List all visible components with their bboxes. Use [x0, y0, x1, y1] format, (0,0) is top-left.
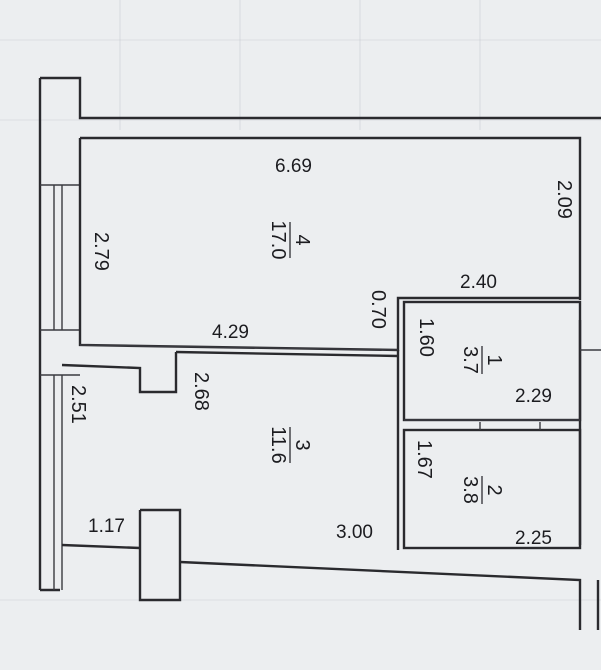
room-1-area: 3.7 — [459, 346, 481, 374]
dim-251: 2.51 — [67, 385, 89, 424]
dim-669: 6.69 — [275, 156, 312, 177]
room-3-area: 11.6 — [267, 426, 289, 463]
room-4-number: 4 — [291, 234, 313, 245]
room-1-number: 1 — [483, 354, 505, 365]
room-3-outline — [61, 350, 400, 602]
room-2-label: 2 3.8 — [459, 476, 505, 504]
dim-167: 1.67 — [413, 440, 435, 479]
dim-300: 3.00 — [336, 522, 373, 543]
left-window-frames — [40, 184, 80, 590]
dim-268: 2.68 — [190, 372, 212, 411]
room-2-number: 2 — [483, 484, 505, 495]
room-4-outline — [78, 138, 580, 352]
dim-070: 0.70 — [367, 290, 389, 329]
dim-225: 2.25 — [515, 528, 552, 549]
room-4-label: 4 17.0 — [267, 221, 313, 260]
room-2-area: 3.8 — [459, 476, 481, 504]
dimension-labels: 6.69 2.09 2.79 2.40 0.70 4.29 1.60 2.29 … — [67, 156, 575, 549]
room-3-number: 3 — [291, 439, 313, 450]
dim-279: 2.79 — [90, 232, 112, 271]
paper-grid — [0, 0, 601, 601]
room-1-label: 1 3.7 — [459, 346, 505, 374]
dim-429: 4.29 — [212, 322, 249, 343]
dim-160: 1.60 — [415, 318, 437, 357]
dim-117: 1.17 — [88, 516, 125, 537]
rooms-1-2-outline — [402, 300, 601, 550]
room-3-label: 3 11.6 — [267, 426, 313, 463]
dim-229: 2.29 — [515, 386, 552, 407]
room-4-area: 17.0 — [267, 221, 289, 260]
room-labels: 4 17.0 3 11.6 1 3.7 2 3.8 — [267, 221, 505, 504]
dim-209: 2.09 — [553, 180, 575, 219]
dim-240: 2.40 — [460, 272, 497, 293]
